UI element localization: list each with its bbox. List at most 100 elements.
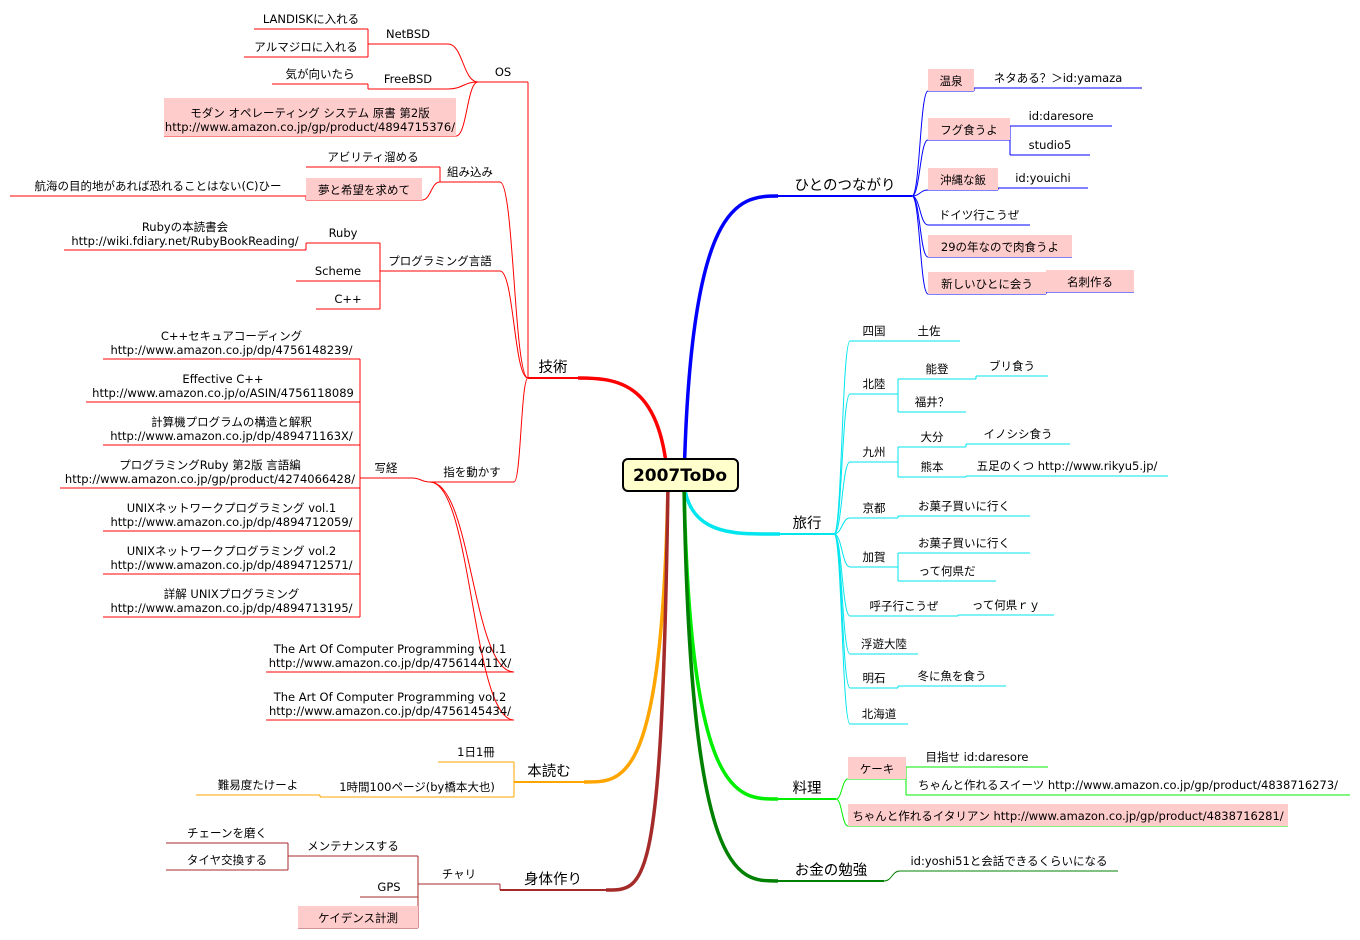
topic-node[interactable]: Scheme (315, 264, 361, 278)
topic-node[interactable]: FreeBSD (384, 72, 432, 86)
topic-node[interactable]: 冬に魚を食う (918, 669, 987, 683)
connector (513, 377, 529, 483)
topic-node[interactable]: C++セキュアコーディングhttp://www.amazon.co.jp/dp/… (110, 329, 352, 357)
topic-label: id:yoshi51と会話できるくらいになる (910, 854, 1107, 868)
topic-node[interactable]: Rubyの本読書会http://wiki.fdiary.net/RubyBook… (71, 220, 298, 248)
topic-node[interactable]: って何県ｒｙ (972, 598, 1040, 612)
topic-node[interactable]: 1時間100ページ(by橋本大也) (339, 780, 495, 794)
topic-node[interactable]: 土佐 (918, 324, 941, 338)
topic-node[interactable]: アルマジロに入れる (254, 40, 358, 54)
topic-label: 能登 (926, 362, 949, 376)
topic-node[interactable]: チャリ (442, 867, 476, 881)
topic-node[interactable]: id:youichi (1015, 171, 1071, 185)
topic-node[interactable]: プログラミングRuby 第2版 言語編http://www.amazon.co.… (65, 458, 355, 486)
topic-label: 指を動かす (443, 465, 501, 479)
topic-label: ちゃんと作れるイタリアン http://www.amazon.co.jp/gp/… (852, 809, 1283, 823)
topic-node[interactable]: 組み込み (447, 165, 493, 179)
topic-label: UNIXネットワークプログラミング vol.1 (127, 501, 336, 515)
topic-node[interactable]: 九州 (863, 445, 886, 459)
topic-node[interactable]: アビリティ溜める (327, 150, 418, 164)
topic-node[interactable]: 気が向いたら (286, 67, 355, 81)
topic-node[interactable]: 詳解 UNIXプログラミングhttp://www.amazon.co.jp/dp… (110, 587, 352, 615)
topic-node[interactable]: ネタある？＞id:yamaza (994, 71, 1123, 85)
topic-node[interactable]: モダン オペレーティング システム 原書 第2版http://www.amazo… (165, 106, 455, 134)
branch-topic[interactable]: 本読む (527, 763, 571, 780)
topic-node[interactable]: メンテナンスする (307, 839, 399, 853)
topic-node[interactable]: UNIXネットワークプログラミング vol.1http://www.amazon… (110, 501, 352, 529)
topic-node[interactable]: 浮遊大陸 (861, 637, 907, 651)
topic-label: ドイツ行こうぜ (939, 208, 1020, 222)
topic-node[interactable]: NetBSD (386, 27, 430, 41)
topic-node[interactable]: 北陸 (863, 377, 886, 391)
topic-node[interactable]: 指を動かす (443, 465, 501, 479)
topic-node[interactable]: 計算機プログラムの構造と解釈http://www.amazon.co.jp/dp… (110, 415, 353, 443)
topic-node[interactable]: 航海の目的地があれば恐れることはない(C)ひー (34, 179, 281, 193)
topic-node[interactable]: studio5 (1029, 138, 1072, 152)
topic-node[interactable]: C++ (334, 292, 361, 306)
topic-node[interactable]: 能登 (926, 362, 949, 376)
topic-label: Scheme (315, 264, 361, 278)
topic-label: 写経 (375, 461, 398, 475)
topic-node[interactable]: 1日1冊 (457, 745, 495, 759)
topic-node[interactable]: チェーンを磨く (187, 826, 267, 840)
topic-node[interactable]: タイヤ交換する (187, 853, 267, 867)
topic-node[interactable]: 明石 (863, 671, 886, 685)
topic-node[interactable]: GPS (377, 880, 400, 894)
branch-topic[interactable]: 身体作り (524, 871, 582, 888)
central-topic[interactable]: 2007ToDo (622, 458, 739, 492)
topic-node[interactable]: フグ食うよ (940, 123, 998, 137)
topic-url: http://www.amazon.co.jp/dp/4756145434/ (269, 704, 511, 718)
topic-label: 明石 (863, 671, 886, 685)
topic-node[interactable]: お菓子買いに行く (918, 536, 1010, 550)
branch-topic[interactable]: ひとのつながり (795, 177, 896, 194)
topic-node[interactable]: id:yoshi51と会話できるくらいになる (910, 854, 1107, 868)
topic-node[interactable]: The Art Of Computer Programming vol.1htt… (269, 642, 512, 670)
topic-node[interactable]: 五足のくつ http://www.rikyu5.jp/ (977, 459, 1158, 473)
topic-node[interactable]: イノシシ食う (984, 427, 1053, 441)
topic-label: プログラミングRuby 第2版 言語編 (119, 458, 301, 472)
topic-node[interactable]: Effective C++http://www.amazon.co.jp/o/A… (92, 372, 354, 400)
topic-node[interactable]: 目指せ id:daresore (926, 750, 1029, 764)
topic-node[interactable]: って何県だ (919, 564, 976, 578)
topic-node[interactable]: 夢と希望を求めて (318, 183, 410, 197)
topic-node[interactable]: 29の年なので肉食うよ (941, 240, 1059, 254)
topic-node[interactable]: 名刺作る (1067, 275, 1113, 289)
topic-node[interactable]: LANDISKに入れる (263, 12, 359, 26)
topic-node[interactable]: UNIXネットワークプログラミング vol.2http://www.amazon… (110, 544, 352, 572)
topic-node[interactable]: ケーキ (860, 762, 895, 776)
topic-node[interactable]: お菓子買いに行く (918, 499, 1010, 513)
branch-topic[interactable]: 技術 (539, 359, 568, 376)
topic-node[interactable]: 温泉 (940, 74, 963, 88)
topic-node[interactable]: ケイデンス計測 (318, 911, 398, 925)
connector (429, 481, 515, 673)
topic-node[interactable]: 京都 (863, 501, 886, 515)
topic-node[interactable]: ちゃんと作れるイタリアン http://www.amazon.co.jp/gp/… (852, 809, 1283, 823)
topic-node[interactable]: 四国 (863, 324, 886, 338)
topic-label: 組み込み (447, 165, 493, 179)
topic-node[interactable]: Ruby (329, 226, 358, 240)
topic-node[interactable]: 熊本 (921, 460, 944, 474)
topic-node[interactable]: ドイツ行こうぜ (939, 208, 1020, 222)
topic-node[interactable]: プログラミング言語 (388, 254, 492, 268)
highlight-box (848, 804, 1288, 826)
topic-node[interactable]: ブリ食う (989, 359, 1035, 373)
branch-topic[interactable]: 旅行 (793, 515, 822, 532)
topic-node[interactable]: 写経 (375, 461, 398, 475)
connector (911, 90, 929, 197)
branch-curve-item (682, 194, 779, 485)
topic-node[interactable]: The Art Of Computer Programming vol.2htt… (269, 690, 511, 718)
topic-node[interactable]: ちゃんと作れるスイーツ http://www.amazon.co.jp/gp/p… (918, 778, 1338, 792)
topic-node[interactable]: 福井？ (915, 395, 950, 409)
topic-node[interactable]: 難易度たけーよ (218, 778, 299, 792)
topic-label: 大分 (921, 430, 944, 444)
topic-node[interactable]: 北海道 (862, 707, 897, 721)
topic-node[interactable]: id:daresore (1029, 109, 1094, 123)
topic-node[interactable]: 大分 (921, 430, 944, 444)
topic-node[interactable]: 沖縄な飯 (940, 173, 986, 187)
topic-node[interactable]: OS (495, 65, 511, 79)
branch-topic[interactable]: 料理 (793, 780, 822, 797)
topic-node[interactable]: 加賀 (863, 550, 886, 564)
topic-node[interactable]: 新しいひとに会う (941, 277, 1033, 291)
topic-node[interactable]: 呼子行こうぜ (870, 599, 939, 613)
branch-topic[interactable]: お金の勉強 (795, 862, 868, 879)
